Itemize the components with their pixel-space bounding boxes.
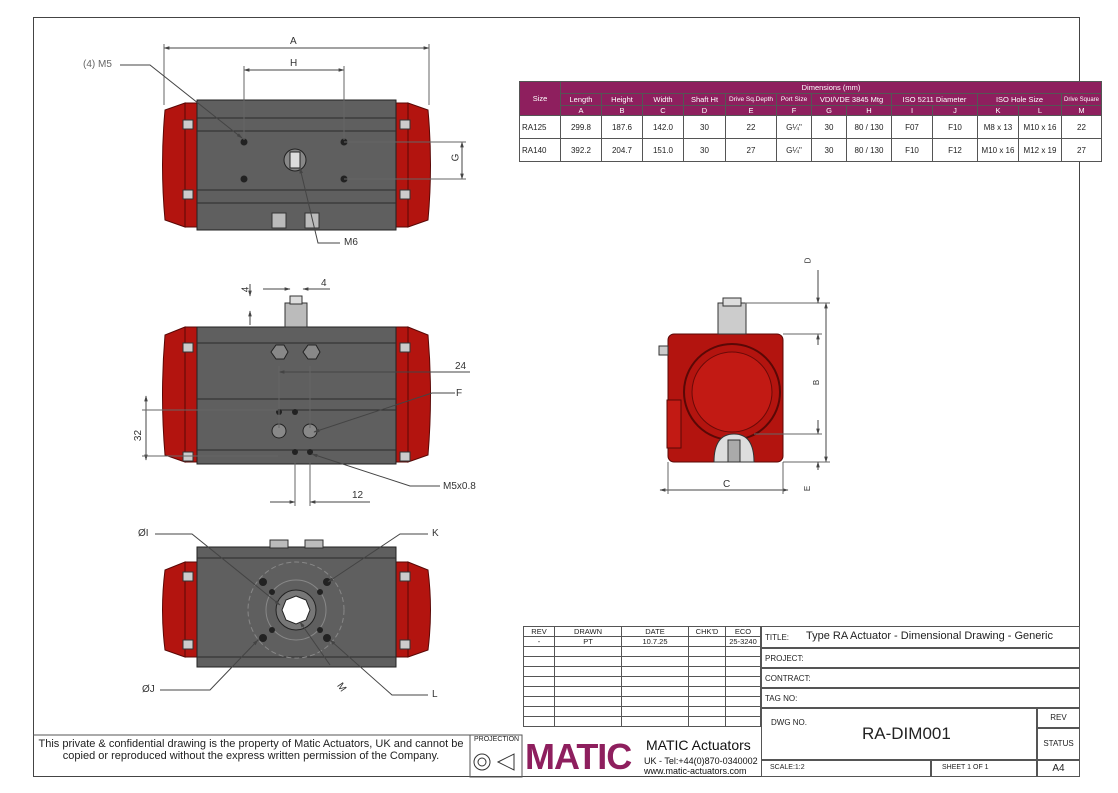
callout-phi-j: ØJ — [142, 684, 155, 695]
dim-label-24: 24 — [455, 361, 467, 372]
paper-size: A4 — [1037, 760, 1080, 777]
dim-label-b: B — [812, 379, 822, 386]
table-size-header: Size — [519, 81, 561, 116]
revision-header-row: REV DRAWN DATE CHK'D ECO — [523, 626, 761, 637]
top-view — [120, 44, 466, 244]
callout-m5: (4) M5 — [83, 59, 112, 70]
dim-label-4-horizontal: 4 — [321, 278, 327, 289]
logo-text: MATIC — [525, 736, 632, 777]
drawing-frame — [33, 17, 1080, 777]
table-row: RA140 392.2 204.7 151.0 30 27 G¼" 30 80 … — [519, 138, 1103, 162]
projection-label: PROJECTION — [474, 736, 520, 743]
title-row: TITLE: Type RA Actuator - Dimensional Dr… — [761, 626, 1080, 648]
callout-f: F — [456, 388, 463, 399]
dim-label-4-vertical: 4 — [240, 286, 252, 293]
revision-row: - PT 10.7.25 25-3240 — [523, 636, 761, 647]
dim-label-c: C — [723, 479, 731, 490]
dim-label-12: 12 — [352, 490, 364, 501]
callout-phi-i: ØI — [138, 528, 149, 539]
contract-row: CONTRACT: — [761, 668, 1080, 688]
company-name: MATIC Actuators — [646, 737, 751, 753]
callout-m5x08: M5x0.8 — [443, 481, 476, 492]
front-view — [142, 284, 470, 506]
table-caption: Dimensions (mm) — [559, 81, 1103, 94]
dim-label-a: A — [290, 36, 297, 47]
drawing-number: RA-DIM001 — [862, 724, 951, 743]
top-left-cap — [162, 102, 186, 228]
bottom-view — [155, 533, 431, 696]
dim-label-32: 32 — [133, 429, 145, 442]
status-label: STATUS — [1037, 728, 1080, 760]
tag-row: TAG NO: — [761, 688, 1080, 708]
dim-label-h: H — [290, 58, 298, 69]
top-right-cap — [407, 102, 431, 228]
sheet-cell: SHEET 1 OF 1 — [931, 760, 1037, 777]
company-phone: UK - Tel:+44(0)870-0340002 — [644, 756, 758, 766]
confidentiality-notice: This private & confidential drawing is t… — [38, 738, 464, 762]
table-header-row: Length Height Width Shaft Ht Drive Sq.De… — [520, 93, 1103, 106]
dim-label-d: D — [803, 257, 813, 264]
side-view — [658, 270, 830, 494]
drawing-title: Type RA Actuator - Dimensional Drawing -… — [806, 630, 1053, 642]
rev-label: REV — [1037, 708, 1080, 728]
dimensions-table: Size Dimensions (mm) Length Height Width… — [519, 81, 1103, 162]
front-body — [196, 326, 397, 465]
project-row: PROJECT: — [761, 648, 1080, 668]
scale-cell: SCALE:1:2 — [761, 760, 931, 777]
company-logo: MATIC — [523, 736, 643, 777]
callout-k: K — [432, 528, 439, 539]
table-letter-row: A B C D E F G H I J K L M — [520, 105, 1103, 116]
table-row: RA125 299.8 187.6 142.0 30 22 G¼" 30 80 … — [519, 115, 1103, 139]
dwg-no-cell: DWG NO. RA-DIM001 — [761, 708, 1037, 760]
revision-table: REV DRAWN DATE CHK'D ECO - PT 10.7.25 25… — [523, 626, 761, 727]
dim-label-e: E — [803, 485, 813, 492]
company-url[interactable]: www.matic-actuators.com — [644, 766, 747, 776]
callout-l: L — [432, 689, 438, 700]
dim-label-g: G — [450, 153, 462, 162]
callout-m6: M6 — [344, 237, 358, 248]
